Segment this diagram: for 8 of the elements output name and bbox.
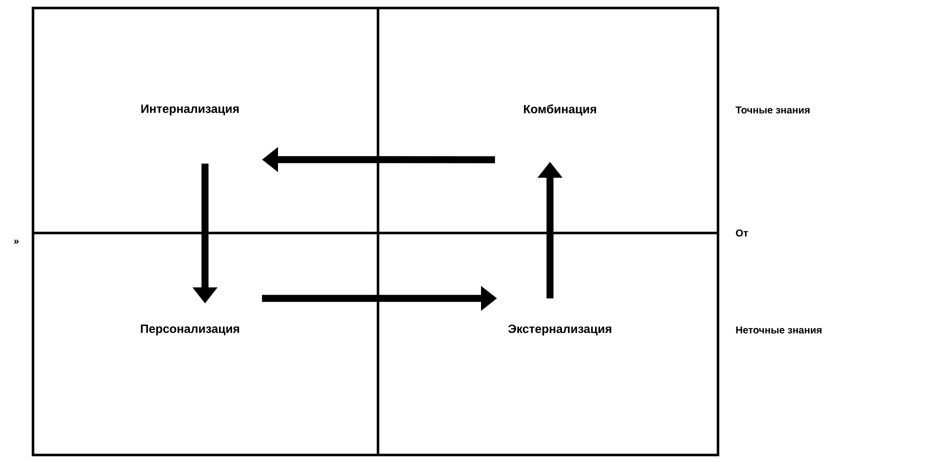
axis-label: Неточные знания [736,326,822,334]
quadrant-label: Комбинация [524,104,596,116]
axis-label: » [14,240,19,244]
axis-label: Точные знания [736,106,810,114]
axis-label: От [736,229,748,237]
quadrant-label: Интернализация [141,104,239,116]
quadrant-label: Персонализация [140,324,240,336]
quadrant-label: Экстернализация [508,324,612,336]
